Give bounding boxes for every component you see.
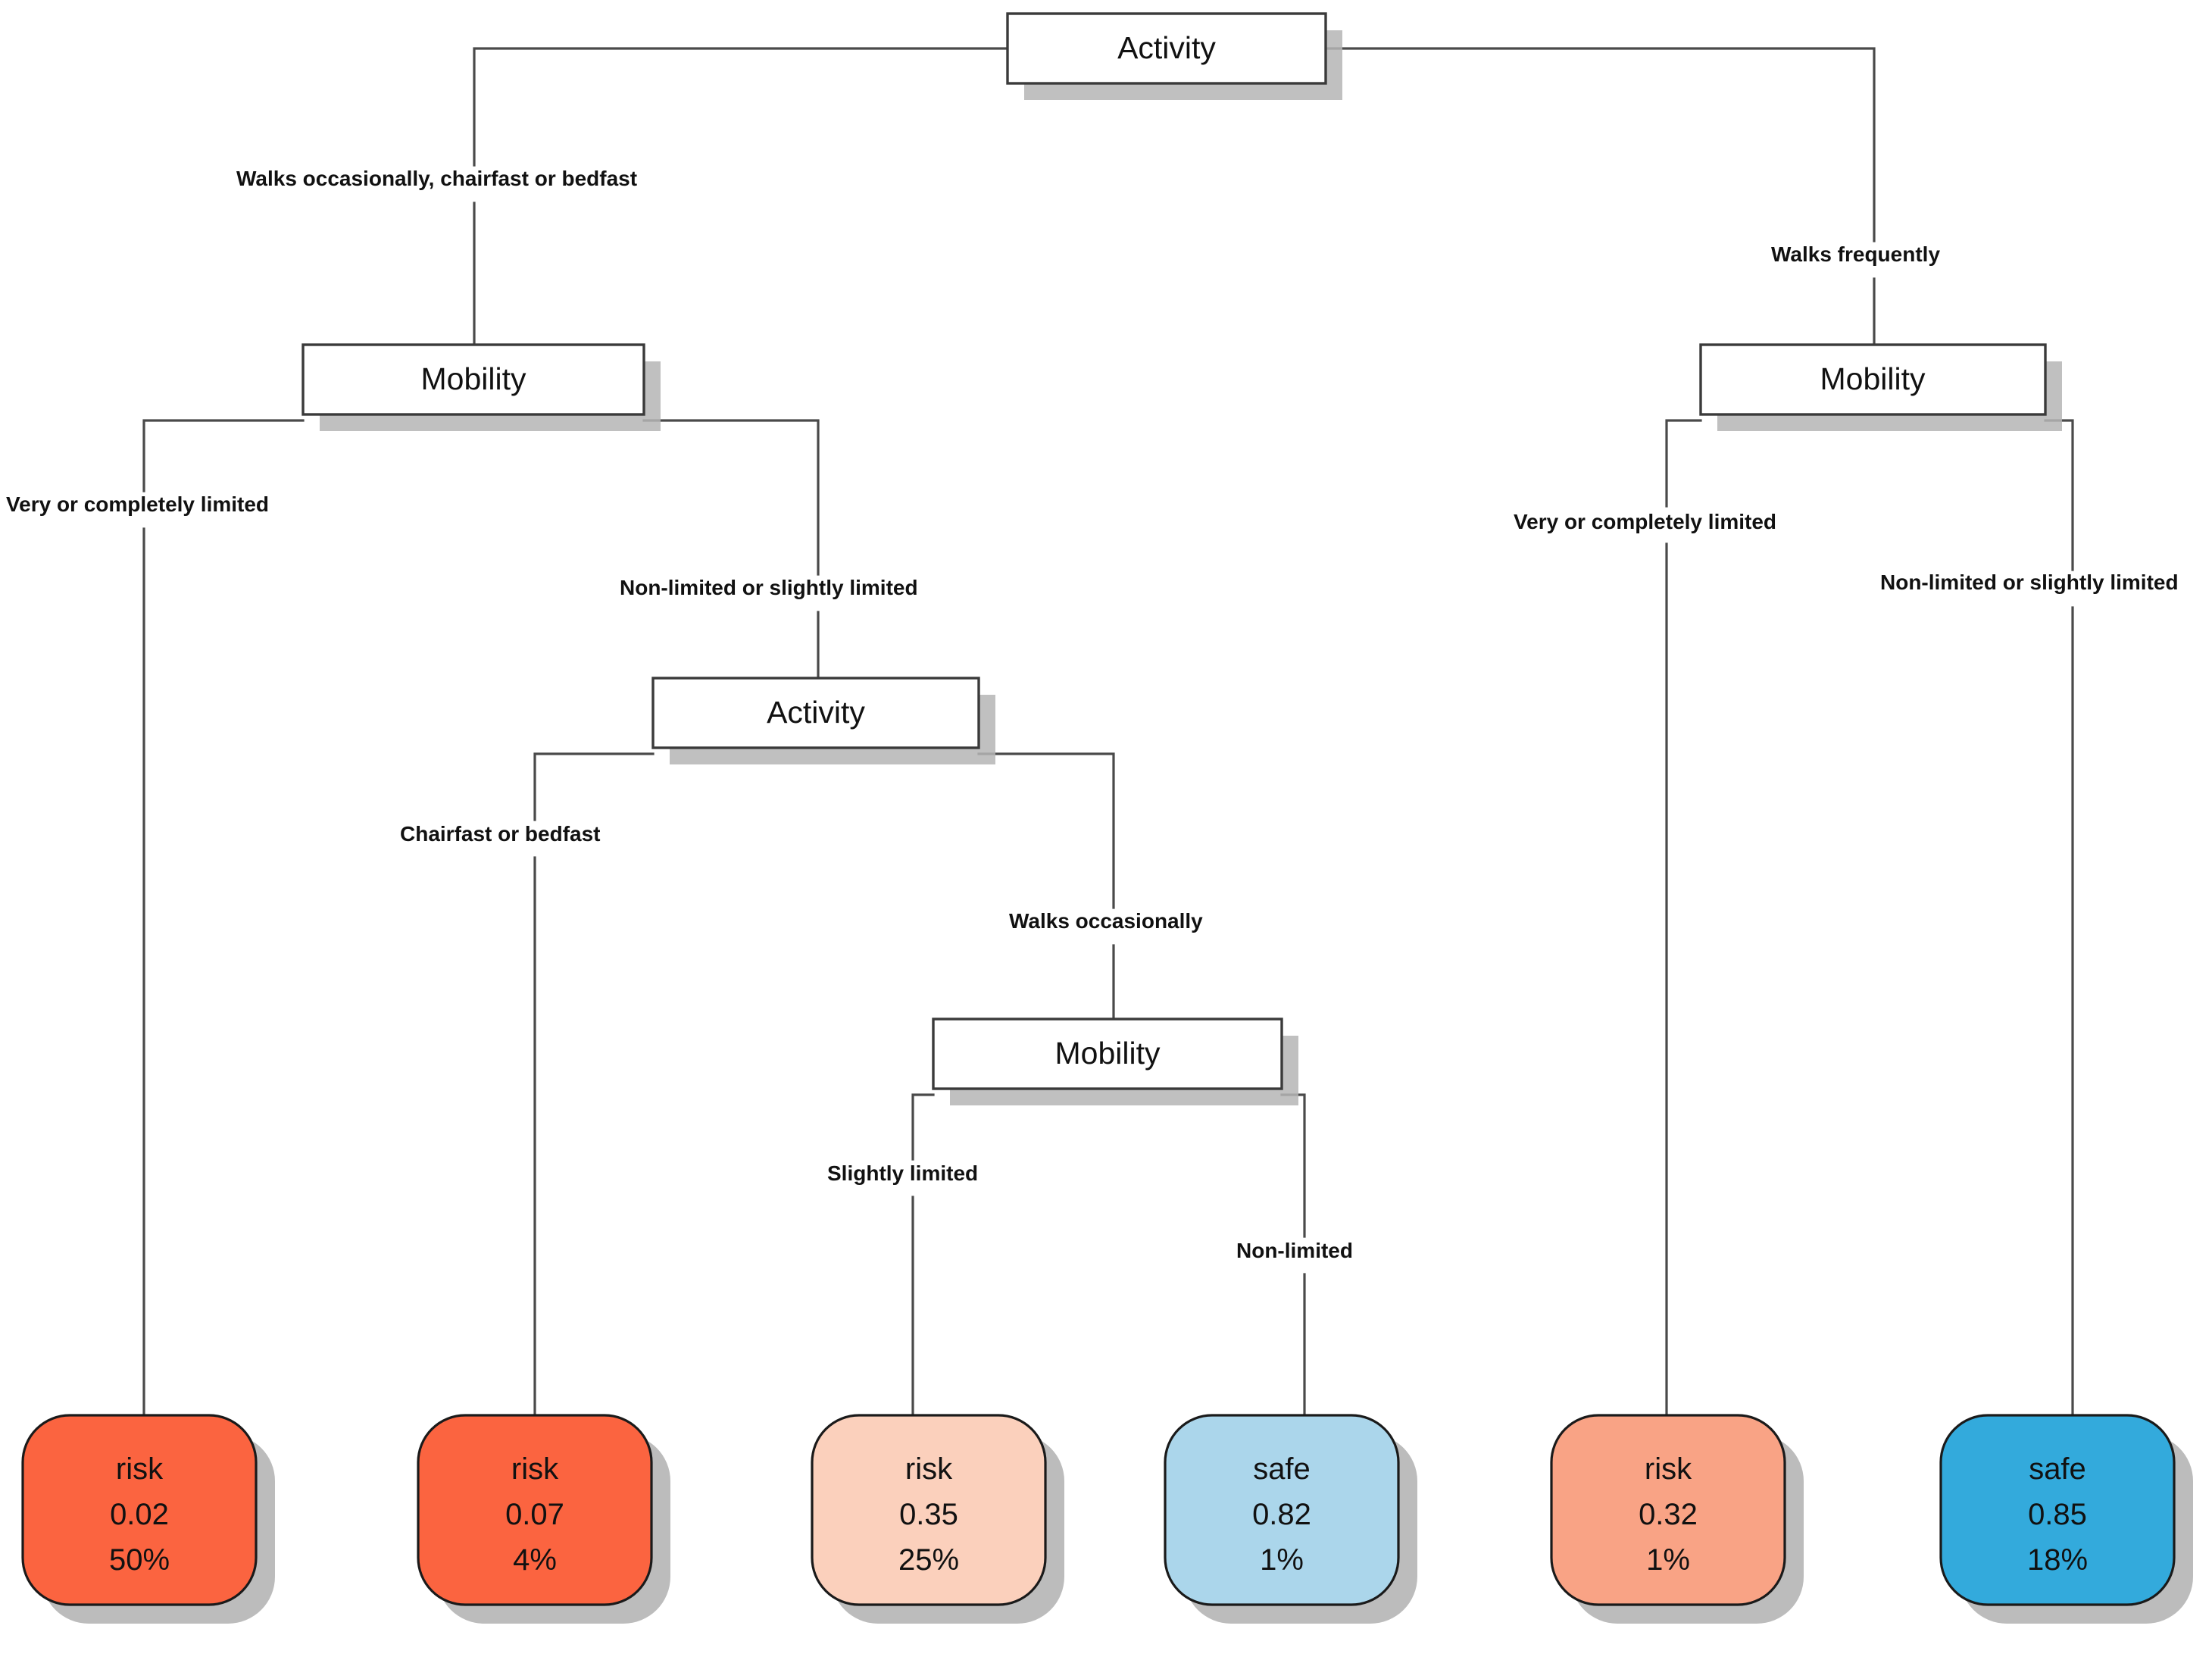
leaf-value: 0.32: [1639, 1498, 1698, 1531]
edge-label-non-limited-or-slightly-limited-right: Non-limited or slightly limited: [1880, 571, 2179, 594]
leaf-node-4[interactable]: safe 0.82 1%: [1164, 1414, 1417, 1624]
edge-mobr-left: [1665, 419, 1702, 508]
leaf-value: 0.02: [110, 1498, 169, 1531]
leaf-node-2[interactable]: risk 0.07 4%: [417, 1414, 670, 1624]
edge-label-chairfast-or-bedfast: Chairfast or bedfast: [400, 822, 601, 846]
leaf-class-label: risk: [116, 1452, 164, 1486]
edge-root-right: [1324, 47, 1876, 242]
edge-label-very-or-completely-limited-left: Very or completely limited: [6, 492, 269, 516]
node-label: Mobility: [421, 361, 526, 396]
leaf-box: [1550, 1414, 1786, 1606]
edge-label-walks-frequently: Walks frequently: [1771, 242, 1940, 266]
edges-layer: [142, 47, 2074, 1417]
leaf-percent: 4%: [513, 1543, 557, 1577]
leaves-layer: risk 0.02 50% risk 0.07 4% risk 0.35 25%: [21, 1414, 2193, 1624]
edge-label-very-or-completely-limited-right: Very or completely limited: [1514, 510, 1776, 533]
node-activity-root[interactable]: Activity: [1006, 12, 1342, 100]
node-box: [1699, 343, 2047, 416]
edge-labels-layer: Walks occasionally, chairfast or bedfast…: [6, 167, 2179, 1262]
leaf-class-label: safe: [1253, 1452, 1311, 1486]
node-box: [301, 343, 645, 416]
edge-label-walks-occasionally-chairfast-bedfast: Walks occasionally, chairfast or bedfast: [236, 167, 637, 190]
leaf-class-label: risk: [1645, 1452, 1692, 1486]
leaf-box: [21, 1414, 258, 1606]
leaf-value: 0.07: [505, 1498, 564, 1531]
edge-label-walks-occasionally: Walks occasionally: [1009, 909, 1203, 933]
leaf-percent: 1%: [1646, 1543, 1690, 1577]
leaf-node-5[interactable]: risk 0.32 1%: [1550, 1414, 1804, 1624]
edge-moblow-left: [911, 1093, 935, 1161]
edge-label-slightly-limited: Slightly limited: [827, 1161, 978, 1185]
node-mobility-lower[interactable]: Mobility: [932, 1018, 1298, 1105]
edge-actm-right: [977, 752, 1115, 909]
edge-actm-left: [533, 752, 655, 821]
node-box: [1006, 12, 1327, 85]
leaf-box: [417, 1414, 653, 1606]
edge-label-non-limited: Non-limited: [1236, 1239, 1353, 1262]
leaf-node-1[interactable]: risk 0.02 50%: [21, 1414, 275, 1624]
edge-root-left: [473, 47, 1009, 167]
node-label: Activity: [1117, 30, 1216, 65]
node-mobility-left[interactable]: Mobility: [301, 343, 661, 431]
leaf-class-label: risk: [511, 1452, 559, 1486]
leaf-percent: 50%: [109, 1543, 170, 1577]
edge-mobr-right: [2044, 419, 2074, 571]
node-label: Mobility: [1820, 361, 1926, 396]
node-mobility-right[interactable]: Mobility: [1699, 343, 2062, 431]
leaf-percent: 18%: [2027, 1543, 2088, 1577]
leaf-class-label: safe: [2029, 1452, 2086, 1486]
leaf-value: 0.85: [2028, 1498, 2087, 1531]
leaf-value: 0.82: [1252, 1498, 1311, 1531]
leaf-class-label: risk: [905, 1452, 953, 1486]
node-label: Mobility: [1055, 1036, 1161, 1071]
leaf-percent: 1%: [1260, 1543, 1304, 1577]
leaf-node-3[interactable]: risk 0.35 25%: [811, 1414, 1064, 1624]
node-activity-middle[interactable]: Activity: [651, 677, 995, 764]
edge-label-non-limited-or-slightly-limited-left: Non-limited or slightly limited: [620, 576, 918, 599]
nodes-layer: Activity Mobility Mobility Activity: [301, 12, 2062, 1105]
leaf-box: [1939, 1414, 2176, 1606]
node-label: Activity: [767, 695, 865, 730]
leaf-node-6[interactable]: safe 0.85 18%: [1939, 1414, 2193, 1624]
leaf-box: [1164, 1414, 1400, 1606]
edge-mobl-left: [142, 419, 305, 492]
node-box: [651, 677, 980, 749]
edge-mobl-right: [642, 419, 820, 576]
node-box: [932, 1018, 1283, 1090]
leaf-box: [811, 1414, 1047, 1606]
leaf-percent: 25%: [898, 1543, 959, 1577]
leaf-value: 0.35: [899, 1498, 958, 1531]
edge-moblow-right: [1280, 1093, 1306, 1238]
